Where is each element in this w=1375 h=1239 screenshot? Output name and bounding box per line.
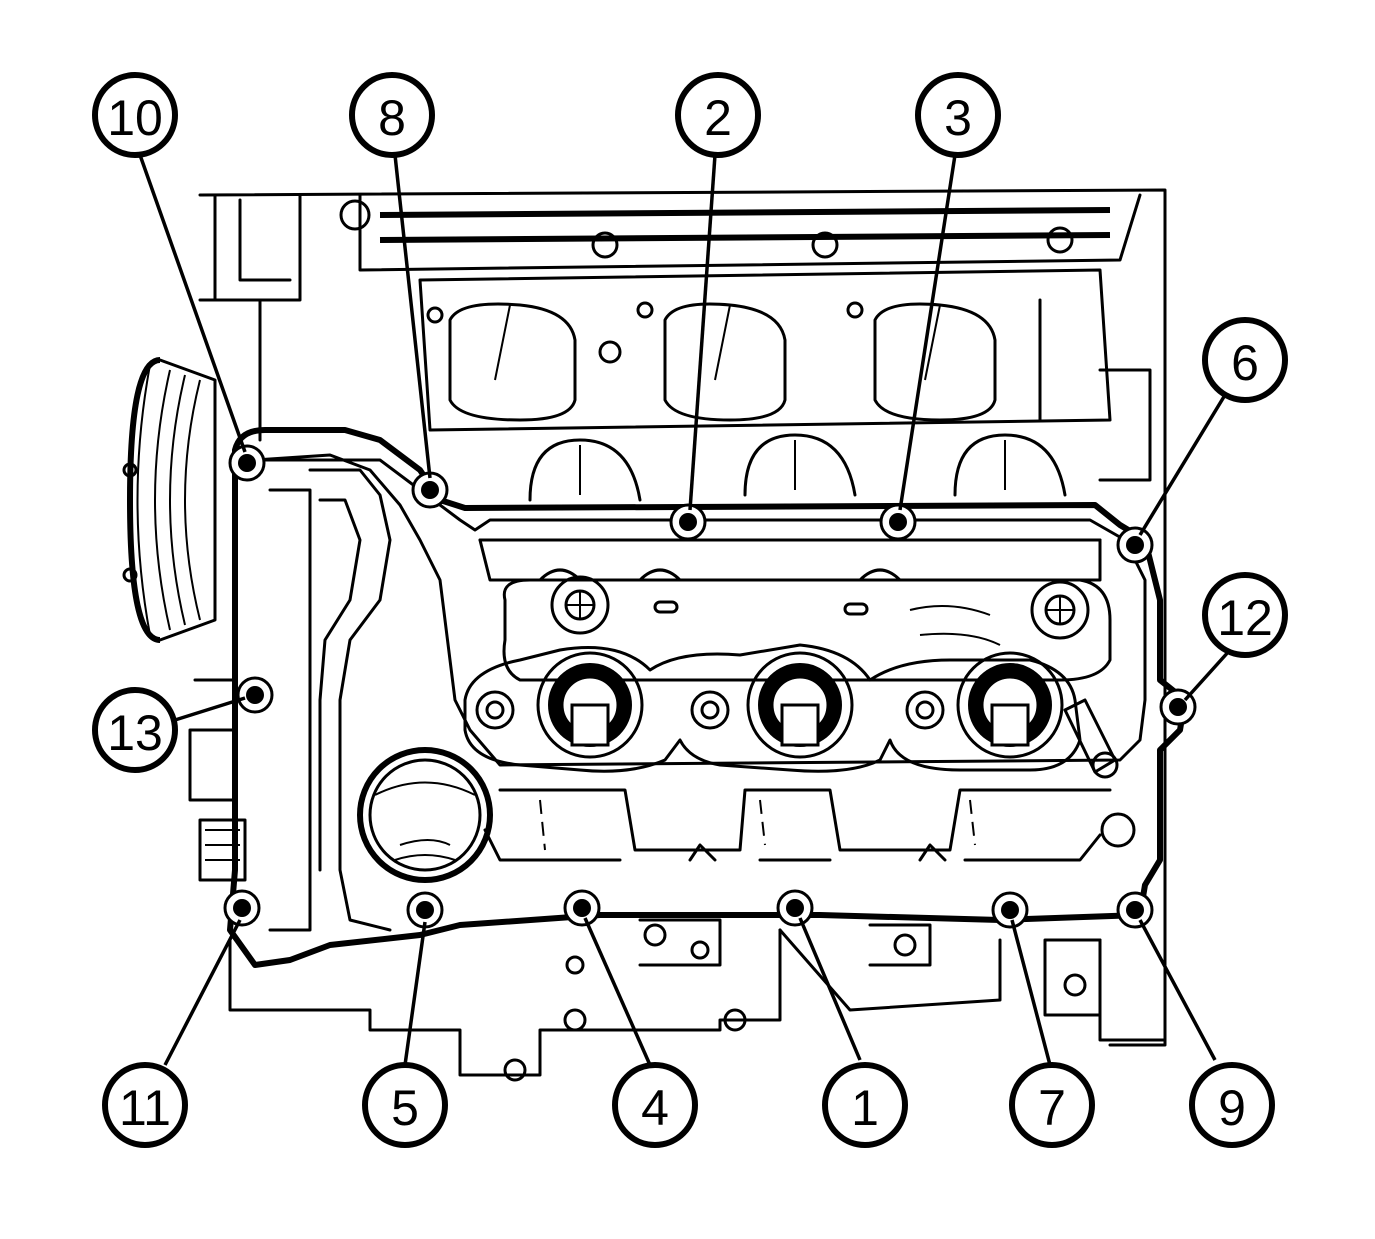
bolt-13	[236, 676, 274, 714]
callout-12-label: 12	[1217, 590, 1273, 646]
leader-5	[403, 921, 427, 1066]
callout-11: 11	[102, 1062, 188, 1148]
callout-12: 12	[1202, 572, 1288, 658]
leader-11	[163, 919, 242, 1066]
leader-13	[174, 696, 246, 722]
leader-10	[138, 154, 247, 453]
callout-9: 9	[1189, 1062, 1275, 1148]
bolt-2	[669, 503, 707, 541]
callout-3-label: 3	[944, 90, 972, 146]
valve-cover	[227, 427, 1188, 968]
callout-9-label: 9	[1218, 1080, 1246, 1136]
ignition-coil	[475, 651, 644, 759]
callout-4-label: 4	[641, 1080, 669, 1136]
leader-6	[1138, 394, 1227, 536]
callout-13-label: 13	[107, 705, 163, 761]
cover-stud	[550, 575, 610, 635]
callout-8-label: 8	[378, 90, 406, 146]
callout-10-label: 10	[107, 90, 163, 146]
pulley	[122, 357, 217, 643]
bolt-9	[1116, 891, 1154, 929]
bolt-6	[1116, 526, 1154, 564]
leader-12	[1183, 648, 1232, 702]
callout-7: 7	[1009, 1062, 1095, 1148]
leader-9	[1138, 919, 1217, 1061]
callout-5: 5	[362, 1062, 448, 1148]
callout-13: 13	[92, 687, 178, 773]
bolt-8	[411, 471, 449, 509]
bolt-1	[776, 889, 814, 927]
leader-1	[798, 917, 862, 1061]
bolt-10	[228, 444, 266, 482]
callout-1-label: 1	[851, 1080, 879, 1136]
callouts: 1 2 3 4 5 6 7 8	[92, 72, 1288, 1148]
bolt-11	[223, 889, 261, 927]
leader-2	[688, 154, 717, 511]
callout-6: 6	[1202, 317, 1288, 403]
oil-fill-cap	[357, 747, 493, 883]
cover-stud	[1030, 580, 1090, 640]
callout-11-label: 11	[119, 1080, 171, 1136]
callout-8: 8	[349, 72, 435, 158]
bolt-3	[879, 503, 917, 541]
bolt-7	[991, 891, 1029, 929]
leader-4	[583, 917, 652, 1066]
callout-4: 4	[612, 1062, 698, 1148]
callout-6-label: 6	[1231, 335, 1259, 391]
callout-1: 1	[822, 1062, 908, 1148]
ignition-coil	[690, 651, 854, 759]
leader-7	[1010, 919, 1052, 1066]
callout-5-label: 5	[391, 1080, 419, 1136]
callout-2: 2	[675, 72, 761, 158]
callout-10: 10	[92, 72, 178, 158]
callout-7-label: 7	[1038, 1080, 1066, 1136]
leader-8	[393, 154, 432, 479]
callout-3: 3	[915, 72, 1001, 158]
callout-2-label: 2	[704, 90, 732, 146]
ignition-coil	[905, 651, 1064, 759]
leader-3	[898, 154, 957, 511]
bolt-4	[563, 889, 601, 927]
bolt-5	[406, 891, 444, 929]
engine-background	[122, 188, 1167, 1082]
